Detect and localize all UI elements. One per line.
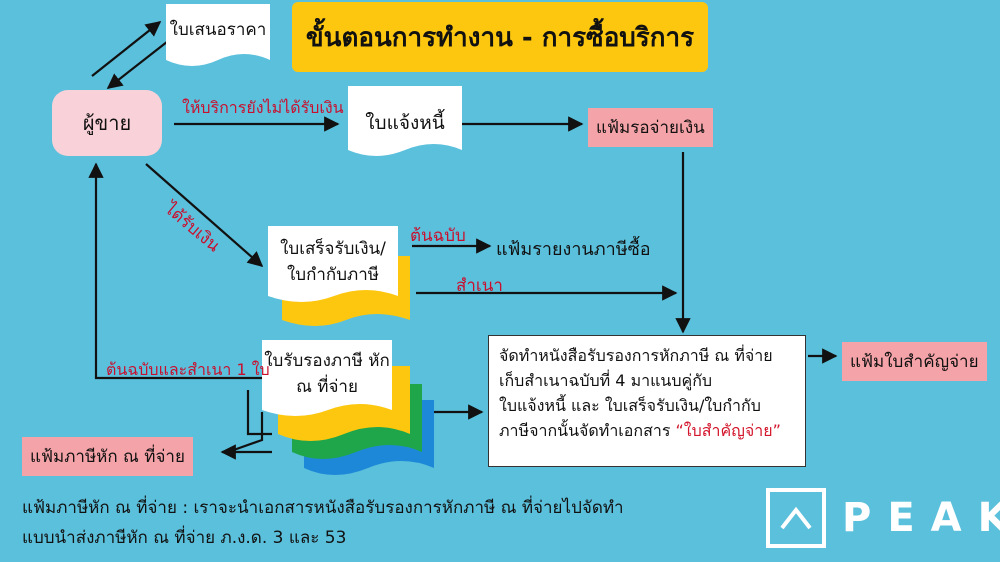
- connector-certificate-down: [227, 412, 264, 454]
- footnote-line-1: แฟ้มภาษีหัก ณ ที่จ่าย : เราจะนำเอกสารหนั…: [22, 498, 624, 518]
- invoice-doc-shape: [348, 86, 462, 156]
- wht-file: แฟ้มภาษีหัก ณ ที่จ่าย: [22, 437, 193, 476]
- quotation-doc-shape: [166, 4, 270, 66]
- process-line-2: เก็บสำเนาฉบับที่ 4 มาแนบคู่กับ: [499, 371, 713, 390]
- receipt-label: ใบเสร็จรับเงิน/ ใบกำกับภาษี: [280, 239, 386, 285]
- peak-caret-icon: [780, 506, 812, 530]
- certificate-label: ใบรับรองภาษี หัก ณ ที่จ่าย: [264, 351, 390, 397]
- label-copy: สำเนา: [456, 276, 503, 296]
- arrow-quotation-to-seller: [106, 37, 173, 89]
- awaiting-payment-file: แฟ้มรอจ่ายเงิน: [588, 108, 713, 147]
- page-title: ขั้นตอนการทำงาน - การซื้อบริการ: [292, 2, 708, 72]
- label-original: ต้นฉบับ: [410, 226, 466, 246]
- peak-logo: PEAK: [766, 488, 1000, 548]
- arrow-certificate-to-seller: [88, 162, 262, 380]
- connector-certificate-side: [246, 390, 272, 436]
- process-line-3: ใบแจ้งหนี้ และ ใบเสร็จรับเงิน/ใบกำกับ: [499, 396, 761, 415]
- invoice-label: ใบแจ้งหนี้: [365, 112, 445, 134]
- peak-logo-mark: [766, 488, 826, 548]
- arrow-seller-to-quotation: [91, 21, 162, 77]
- receipt-stack-shape: [268, 226, 410, 326]
- footnote-line-2: แบบนำส่งภาษีหัก ณ ที่จ่าย ภ.ง.ด. 3 และ 5…: [22, 528, 347, 548]
- certificate-stack-shape: [262, 340, 434, 475]
- process-line-4-text: ภาษีจากนั้นจัดทำเอกสาร: [499, 421, 671, 440]
- purchase-tax-report-file: แฟ้มรายงานภาษีซื้อ: [496, 239, 651, 260]
- process-line-4: ภาษีจากนั้นจัดทำเอกสาร “ใบสำคัญจ่าย”: [499, 418, 795, 443]
- label-not-paid: ให้บริการยังไม่ได้รับเงิน: [182, 98, 344, 117]
- arrow-seller-to-receipt: [145, 163, 264, 268]
- label-original-and-copy: ต้นฉบับและสำเนา 1 ใบ: [106, 360, 270, 379]
- process-line-4-highlight: “ใบสำคัญจ่าย”: [675, 421, 781, 440]
- payment-voucher-file: แฟ้มใบสำคัญจ่าย: [842, 342, 987, 381]
- process-line-1: จัดทำหนังสือรับรองการหักภาษี ณ ที่จ่าย: [499, 346, 773, 365]
- peak-logo-text: PEAK: [842, 495, 1000, 541]
- seller-node: ผู้ขาย: [52, 90, 162, 156]
- process-box: จัดทำหนังสือรับรองการหักภาษี ณ ที่จ่าย เ…: [488, 335, 806, 467]
- quotation-label: ใบเสนอราคา: [169, 20, 267, 40]
